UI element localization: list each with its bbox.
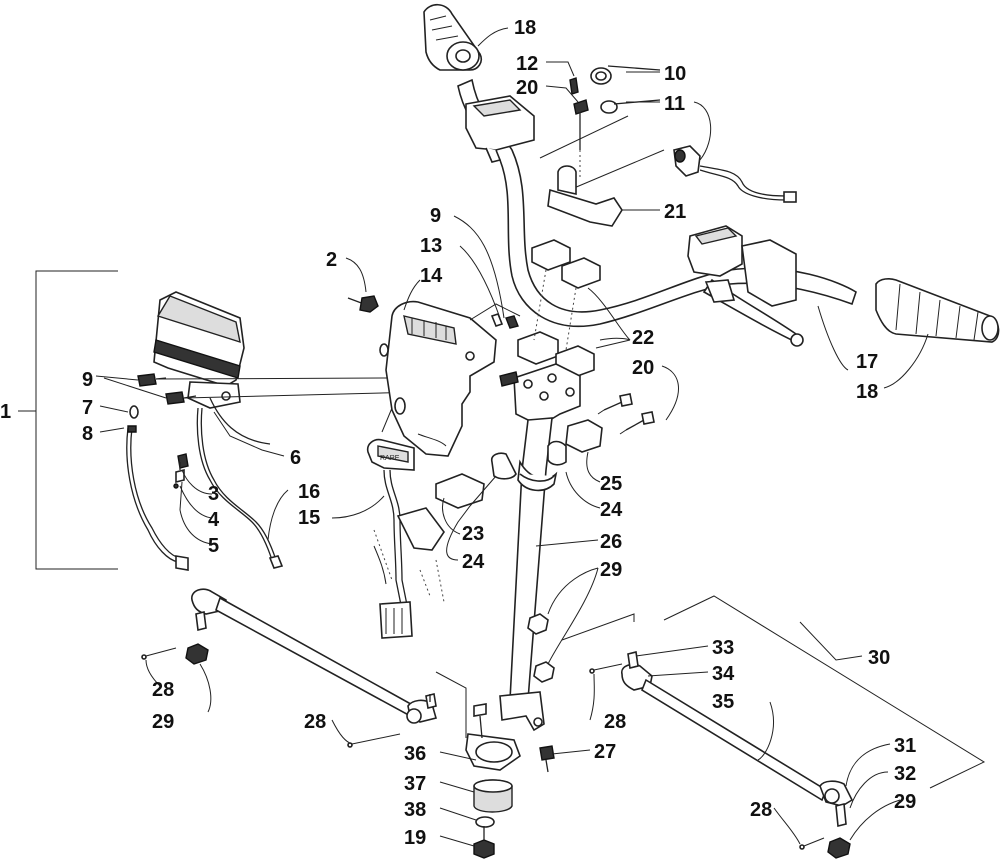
callout-5: 5: [208, 535, 219, 557]
callout-10: 10: [664, 63, 686, 85]
callout-14: 14: [420, 265, 443, 287]
callout-3: 3: [208, 483, 219, 505]
callout-11: 11: [664, 93, 685, 115]
callout-26: 26: [600, 531, 622, 553]
speedo-screws-9: [137, 373, 421, 405]
post-nuts-29: [527, 613, 555, 683]
callout-28-right: 28: [604, 711, 626, 733]
callout-15: 15: [298, 507, 320, 529]
switch-pod-label: RARE: [380, 455, 400, 462]
callout-1: 1: [0, 401, 11, 423]
speedometer: [153, 291, 284, 569]
callout-29-right: 29: [894, 791, 916, 813]
kill-switch-wire: [673, 145, 797, 203]
steering-post-top: [499, 317, 581, 427]
brake-master-cylinder: [687, 225, 804, 347]
lower-bearing-assembly: [435, 613, 635, 859]
callout-30: 30: [868, 647, 890, 669]
callout-28-left: 28: [152, 679, 174, 701]
sensor-wire-7-8: [126, 405, 189, 571]
callout-35: 35: [712, 691, 734, 713]
callout-34: 34: [712, 663, 735, 685]
callout-13: 13: [420, 235, 442, 257]
left-grip: [423, 3, 483, 71]
callout-38: 38: [404, 799, 426, 821]
switch-pod-harness: [366, 407, 445, 639]
callout-20-right: 20: [632, 357, 654, 379]
callout-28-mid: 28: [304, 711, 326, 733]
callout-2: 2: [326, 249, 337, 271]
right-grip: [875, 278, 1000, 343]
lower-clamps-23-24: [435, 419, 603, 509]
callout-labels: 1 2 3 4 5 6 7 8 9 9 10 11 12 13 14 15 16…: [0, 17, 916, 849]
callout-24-right: 24: [600, 499, 623, 521]
callout-25: 25: [600, 473, 622, 495]
screw-2-washer-13: [347, 295, 521, 329]
callout-27: 27: [594, 741, 616, 763]
left-switch-housing: [465, 95, 535, 163]
right-tie-rod: [589, 595, 986, 859]
handlebar: [457, 78, 857, 328]
callout-32: 32: [894, 763, 916, 785]
callout-36: 36: [404, 743, 426, 765]
callout-24-left: 24: [462, 551, 485, 573]
callout-31: 31: [894, 735, 916, 757]
clamp-bracket-21: [547, 165, 623, 227]
callout-18-right: 18: [856, 381, 878, 403]
callout-29-post: 29: [600, 559, 622, 581]
callout-9-console: 9: [430, 205, 441, 227]
callout-28-bottom: 28: [750, 799, 772, 821]
callout-8: 8: [82, 423, 93, 445]
callout-4: 4: [208, 509, 220, 531]
callout-23: 23: [462, 523, 484, 545]
callout-20-top: 20: [516, 77, 538, 99]
callout-6: 6: [290, 447, 301, 469]
callout-22: 22: [632, 327, 654, 349]
small-parts-3-4-5: [173, 453, 189, 511]
callout-21: 21: [664, 201, 686, 223]
callout-37: 37: [404, 773, 426, 795]
callout-29-left: 29: [152, 711, 174, 733]
leader-lines: [95, 27, 929, 847]
speedo-bracket-6: [209, 397, 271, 445]
callout-12: 12: [516, 53, 538, 75]
callout-9-speedo: 9: [82, 369, 93, 391]
console-housing: [379, 300, 497, 457]
callout-17: 17: [856, 351, 878, 373]
callout-19: 19: [404, 827, 426, 849]
callout-18-top: 18: [514, 17, 536, 39]
left-tie-rod: [141, 588, 437, 748]
group-bracket-1: [18, 270, 118, 570]
clamp-bolts-20: [597, 393, 655, 435]
callout-33: 33: [712, 637, 734, 659]
steering-post: [499, 417, 558, 732]
callout-7: 7: [82, 397, 93, 419]
callout-16: 16: [298, 481, 320, 503]
